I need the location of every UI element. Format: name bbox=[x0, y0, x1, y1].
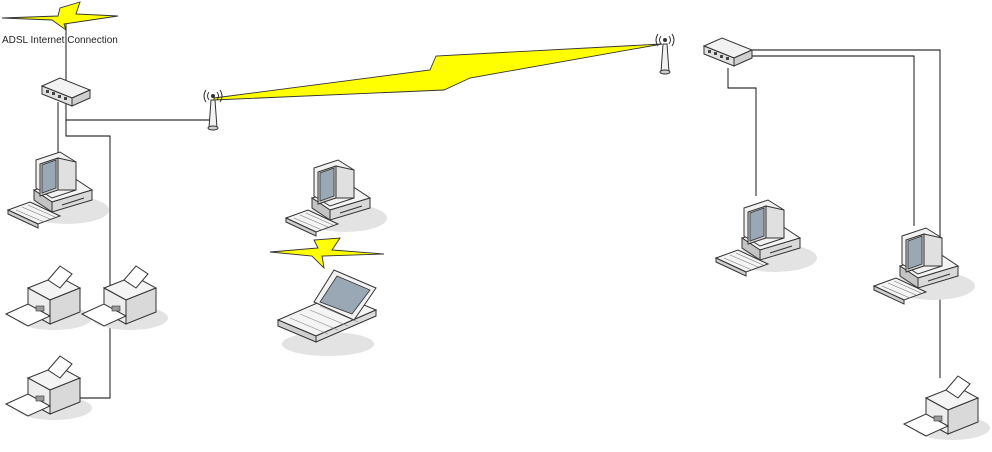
laptop-lightning-icon bbox=[269, 237, 385, 270]
desktop-computer-right2-icon[interactable] bbox=[873, 227, 976, 305]
printer-3-icon[interactable] bbox=[5, 355, 93, 421]
lightning-icon bbox=[1, 1, 119, 32]
desktop-computer-center-icon[interactable] bbox=[285, 159, 388, 237]
adsl-internet-label: ADSL Internet Connection bbox=[2, 35, 118, 46]
printer-2-icon[interactable] bbox=[81, 265, 169, 331]
antenna-icon[interactable] bbox=[203, 89, 223, 131]
router-icon[interactable] bbox=[41, 77, 91, 107]
printer-right-icon[interactable] bbox=[903, 375, 991, 441]
desktop-computer-right1-icon[interactable] bbox=[715, 199, 818, 277]
switch-icon[interactable] bbox=[703, 37, 753, 67]
router-to-printers-cable bbox=[65, 120, 111, 399]
router-to-access-point-cable bbox=[65, 102, 210, 121]
laptop-icon[interactable] bbox=[276, 269, 378, 356]
antenna-right-icon[interactable] bbox=[655, 33, 675, 75]
switch-to-pc-right2-cable bbox=[752, 55, 915, 226]
wireless-link-lightning-icon bbox=[213, 43, 663, 101]
switch-to-pc-right1-cable bbox=[727, 68, 757, 196]
printer-icon[interactable] bbox=[5, 265, 93, 331]
desktop-computer-icon[interactable] bbox=[7, 151, 110, 229]
